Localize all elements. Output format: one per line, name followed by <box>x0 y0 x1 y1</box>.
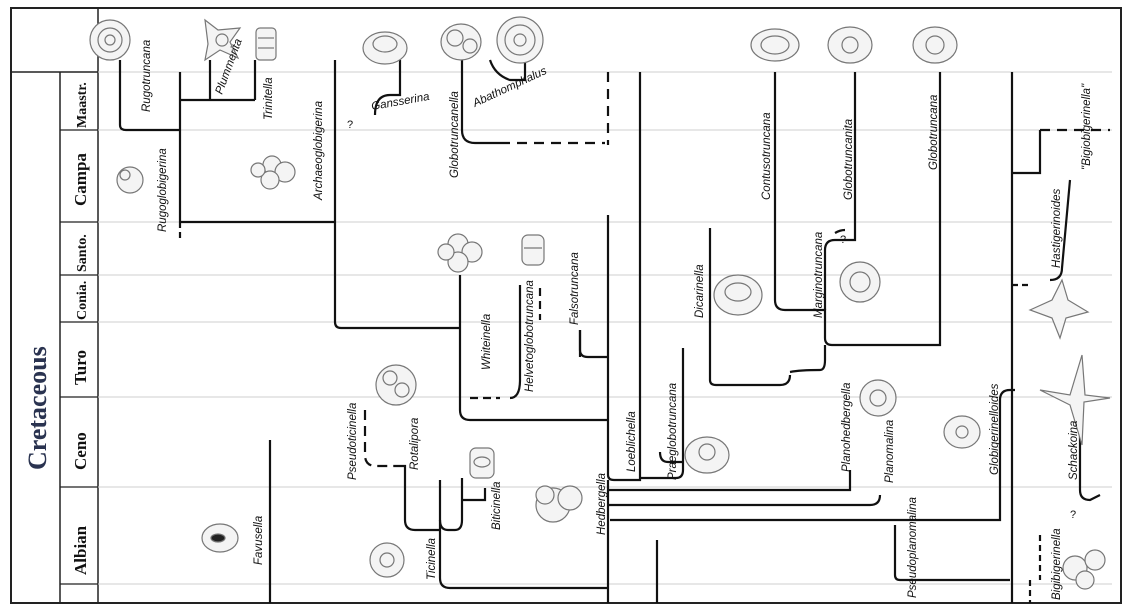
fossil-planomalina <box>859 379 897 417</box>
fossil-dicarinella <box>713 274 763 316</box>
fossil-rugotruncana <box>89 19 131 61</box>
label-pseudoplanomalina: Pseudoplanomalina <box>907 497 919 598</box>
fossil-whiteinella <box>437 233 483 273</box>
fossil-gansserina <box>362 31 408 65</box>
label-hastigerinoides: Hastigerinoides <box>1051 188 1063 268</box>
stage-label-turo: Turo <box>71 350 90 385</box>
fossil-globotruncanita <box>827 26 873 64</box>
question-mark-schackoina: ? <box>1070 509 1076 521</box>
label-whiteinella: Whiteinella <box>481 314 493 370</box>
fossil-rotalipora <box>375 364 417 406</box>
label-archaeoglobigerina: Archaeoglobigerina <box>313 101 325 201</box>
fossil-contusotruncana <box>750 28 800 62</box>
stage-labels: Maastr. Campa Santo. Conia. Turo Ceno Al… <box>71 82 90 575</box>
stage-label-conia: Conia. <box>75 281 90 320</box>
fossil-biticinella <box>469 447 495 479</box>
label-biticinella: Biticinella <box>491 481 503 530</box>
fossil-globigerinelloides <box>943 415 981 449</box>
fossil-archaeoglobigerina <box>250 155 296 190</box>
fossil-marginotruncana <box>839 261 881 303</box>
genus-labels: Rugotruncana Plummerita Trinitella Ganss… <box>141 37 1093 600</box>
label-trinitella: Trinitella <box>263 77 275 120</box>
label-pseudoticinella: Pseudoticinella <box>347 403 359 480</box>
fossil-favusella <box>201 523 239 553</box>
fossil-hedbergella <box>535 485 583 523</box>
question-mark-gansserina: ? <box>347 119 353 131</box>
label-hedbergella: Hedbergella <box>596 473 608 535</box>
label-falsotruncana: Falsotruncana <box>569 252 581 325</box>
fossil-globotruncanella <box>440 23 482 61</box>
uncertainty-marks: ? ? ? <box>347 119 1076 521</box>
label-globotruncana: Globotruncana <box>928 95 940 170</box>
label-helvetoglobotruncana: Helvetoglobotruncana <box>524 280 536 392</box>
label-marginotruncana: Marginotruncana <box>813 232 825 318</box>
label-globotruncanita: Globotruncanita <box>843 119 855 200</box>
fossil-illustrations <box>89 16 1111 590</box>
fossil-bigibigerinella <box>1062 549 1106 590</box>
chart-frame <box>10 7 1122 604</box>
label-ticinella: Ticinella <box>426 538 438 580</box>
label-favusella: Favusella <box>253 516 265 565</box>
stage-label-santo: Santo. <box>75 234 90 272</box>
label-contusotruncana: Contusotruncana <box>761 112 773 200</box>
fossil-helvetoglobotruncana <box>521 234 545 266</box>
fossil-rugoglobigerina <box>116 166 144 194</box>
fossil-ticinella <box>369 542 405 578</box>
fossil-plummerita <box>204 18 242 62</box>
period-label: Cretaceous <box>23 346 52 470</box>
label-planohedbergella: Planohedbergella <box>841 382 853 472</box>
fossil-globotruncana <box>912 26 958 64</box>
label-dicarinella: Dicarinella <box>694 264 706 318</box>
stage-label-albian: Albian <box>71 525 90 575</box>
label-rugotruncana: Rugotruncana <box>141 40 153 112</box>
fossil-praeglobotruncana <box>684 436 730 474</box>
label-globigerinelloides: Globigerinelloides <box>989 383 1001 475</box>
fossil-schackoina <box>1039 354 1111 446</box>
label-bigibigerinella-quoted: "Bigiobigerinella" <box>1081 83 1093 170</box>
label-globotruncanella: Globotruncanella <box>449 91 461 178</box>
fossil-hastigerinoides <box>1028 278 1090 340</box>
label-rotalipora: Rotalipora <box>409 418 421 470</box>
stage-label-campa: Campa <box>71 153 90 206</box>
stage-label-maastr: Maastr. <box>75 82 90 128</box>
time-scale-column <box>11 8 99 603</box>
fossil-trinitella <box>255 27 277 61</box>
fossil-abathomphalus <box>496 16 544 64</box>
question-mark-marginotruncana: ? <box>840 234 846 246</box>
label-bigibigerinella: Bigibigerinella <box>1051 528 1063 600</box>
label-schackoina: Schackoina <box>1068 421 1080 480</box>
label-planomalina: Planomalina <box>884 420 896 483</box>
label-praeglobotruncana: Praeglobotruncana <box>667 383 679 480</box>
label-loeblichella: Loeblichella <box>626 411 638 472</box>
lineage-lines <box>118 59 1110 603</box>
stage-label-ceno: Ceno <box>71 432 90 470</box>
label-rugoglobigerina: Rugoglobigerina <box>157 148 169 232</box>
